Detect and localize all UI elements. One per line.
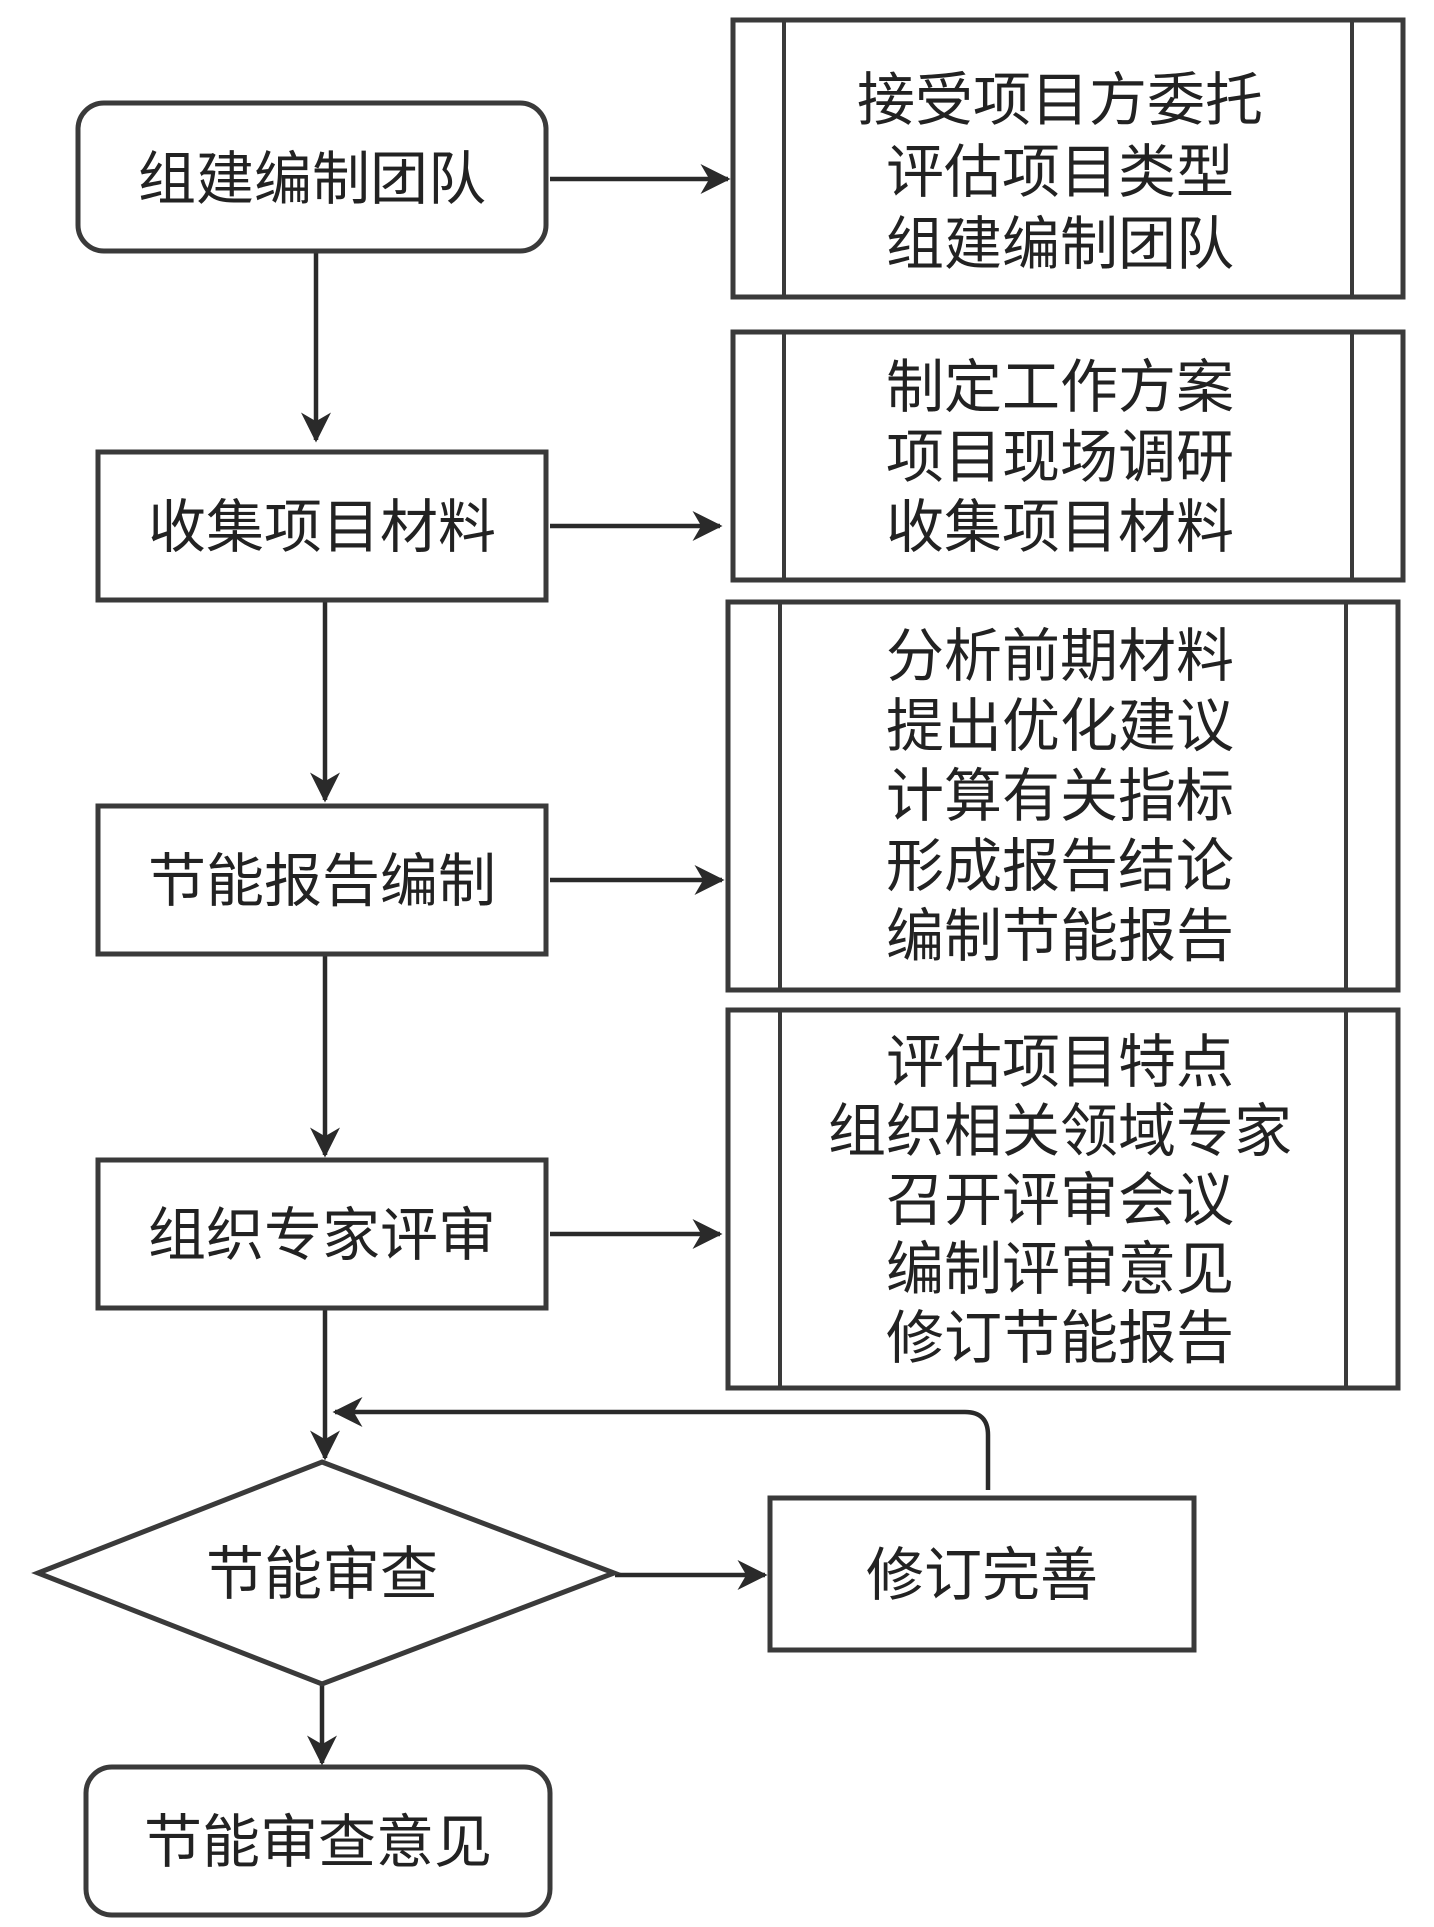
step-form-team: 组建编制团队 [75, 100, 549, 254]
detail-3-line-3: 计算有关指标 [886, 762, 1234, 830]
detail-box-3: 分析前期材料 提出优化建议 计算有关指标 形成报告结论 编制节能报告 [725, 599, 1401, 993]
edge-revise-loop [332, 1397, 991, 1490]
step-compile-report-label: 节能报告编制 [148, 847, 496, 915]
detail-4-line-1: 评估项目特点 [886, 1028, 1234, 1096]
detail-2-line-3: 收集项目材料 [886, 493, 1234, 561]
decision-energy-review-label: 节能审查 [206, 1540, 438, 1608]
step-form-team-label: 组建编制团队 [138, 145, 486, 213]
detail-box-4: 评估项目特点 组织相关领域专家 召开评审会议 编制评审意见 修订节能报告 [725, 1007, 1401, 1391]
step-expert-review-label: 组织专家评审 [148, 1201, 496, 1269]
step-compile-report: 节能报告编制 [95, 803, 549, 957]
detail-4-line-2: 组织相关领域专家 [828, 1097, 1292, 1165]
detail-4-line-4: 编制评审意见 [886, 1235, 1234, 1303]
detail-4-line-5: 修订节能报告 [886, 1304, 1234, 1372]
step-collect-materials-label: 收集项目材料 [148, 493, 496, 561]
detail-1-line-3: 组建编制团队 [886, 210, 1234, 278]
step-review-opinion: 节能审查意见 [83, 1764, 553, 1918]
detail-2-line-1: 制定工作方案 [886, 353, 1234, 421]
detail-box-2: 制定工作方案 项目现场调研 收集项目材料 [730, 329, 1406, 583]
decision-energy-review: 节能审查 [31, 1459, 622, 1687]
detail-2-line-2: 项目现场调研 [886, 423, 1234, 491]
detail-3-line-1: 分析前期材料 [886, 622, 1234, 690]
step-revise-label: 修订完善 [866, 1541, 1098, 1609]
detail-3-line-2: 提出优化建议 [886, 692, 1234, 760]
detail-box-1: 接受项目方委托 评估项目类型 组建编制团队 [730, 17, 1406, 300]
step-collect-materials: 收集项目材料 [95, 449, 549, 603]
step-review-opinion-label: 节能审查意见 [144, 1808, 492, 1876]
detail-3-line-4: 形成报告结论 [886, 832, 1234, 900]
step-revise: 修订完善 [767, 1495, 1197, 1653]
detail-1-line-1: 接受项目方委托 [857, 66, 1263, 134]
detail-1-line-2: 评估项目类型 [886, 138, 1234, 206]
detail-3-line-5: 编制节能报告 [886, 902, 1234, 970]
step-expert-review: 组织专家评审 [95, 1157, 549, 1311]
detail-4-line-3: 召开评审会议 [886, 1166, 1234, 1234]
